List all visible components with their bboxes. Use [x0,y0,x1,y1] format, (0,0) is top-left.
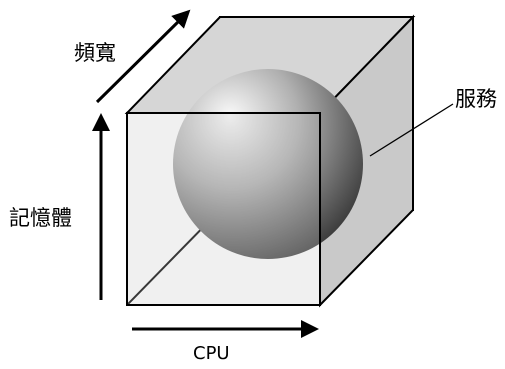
service-label: 服務 [455,87,497,111]
service-sphere [173,69,363,259]
memory-label: 記憶體 [9,206,72,230]
bandwidth-label: 頻寬 [74,41,116,65]
cube-front-face [126,112,321,306]
service-leader-line [369,103,454,157]
cpu-label: CPU [193,343,230,364]
bandwidth-arrow [95,9,191,104]
